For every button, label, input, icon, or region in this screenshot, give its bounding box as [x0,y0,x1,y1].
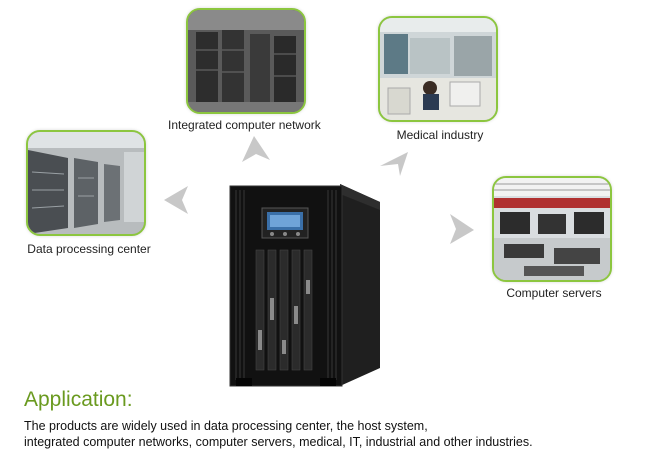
section-title: Application: [24,388,133,411]
arrow-left-icon [164,186,188,214]
application-description: The products are widely used in data pro… [24,418,533,450]
ups-tower-image [229,184,380,387]
arrow-right-icon [450,214,474,244]
arrow-up-left-icon [242,136,270,162]
photo-computer-servers [492,176,612,282]
caption-medical-industry: Medical industry [396,128,484,142]
caption-data-processing-center: Data processing center [27,242,151,256]
arrow-up-right-icon [380,152,408,176]
photo-data-processing-center [26,130,146,236]
photo-integrated-network [186,8,306,114]
description-line-1: The products are widely used in data pro… [24,419,428,433]
caption-computer-servers: Computer servers [506,286,602,300]
photo-medical-industry [378,16,498,122]
caption-integrated-network: Integrated computer network [168,118,321,132]
description-line-2: integrated computer networks, computer s… [24,435,533,449]
